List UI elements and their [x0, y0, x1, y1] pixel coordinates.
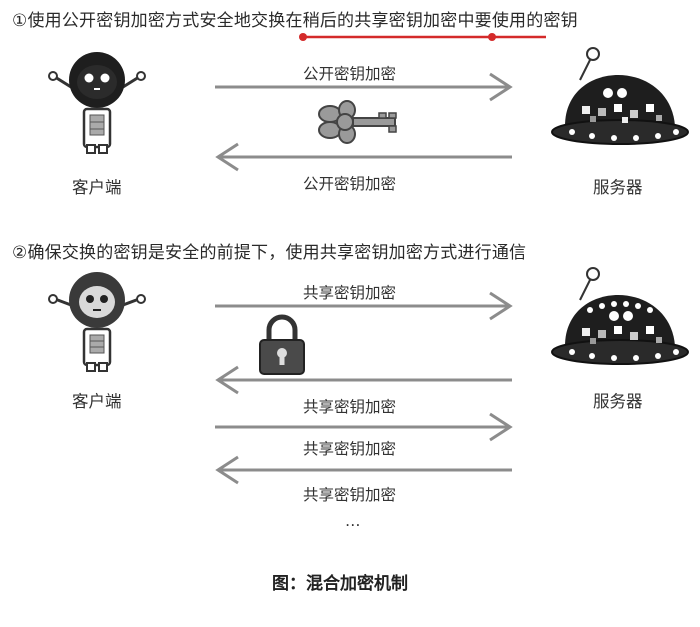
padlock-icon — [259, 314, 305, 375]
server-robot-icon — [551, 47, 689, 145]
figure-caption: 图：混合加密机制 — [272, 574, 408, 594]
client-label: 客户端 — [72, 178, 122, 197]
client-label: 客户端 — [72, 392, 122, 411]
server-robot-icon — [551, 267, 689, 365]
client-robot-icon — [48, 52, 146, 154]
arrow-server-to-client — [215, 365, 512, 395]
arrow-server-to-client — [215, 142, 512, 172]
server-label: 服务器 — [593, 392, 643, 411]
arrow-label: 共享密钥加密 — [303, 398, 397, 416]
arrow-client-to-server — [215, 72, 513, 102]
client-robot-icon — [48, 272, 146, 372]
arrow-label: 公开密钥加密 — [303, 175, 397, 193]
arrow-server-to-client — [215, 455, 512, 485]
key-icon — [318, 100, 397, 144]
arrow-client-to-server — [215, 412, 513, 442]
server-label: 服务器 — [593, 178, 643, 197]
arrow-client-to-server — [215, 291, 513, 321]
arrow-label: 共享密钥加密 — [303, 284, 397, 302]
section1-heading: ①使用公开密钥加密方式安全地交换在稍后的共享密钥加密中要使用的密钥 — [12, 11, 578, 31]
highlight-underline — [299, 33, 546, 41]
section2-heading: ②确保交换的密钥是安全的前提下，使用共享密钥加密方式进行通信 — [12, 243, 527, 263]
arrow-label: 共享密钥加密 — [303, 486, 397, 504]
continuation-ellipsis: … — [345, 512, 361, 530]
arrow-label: 公开密钥加密 — [303, 65, 397, 83]
arrow-label: 共享密钥加密 — [303, 440, 397, 458]
